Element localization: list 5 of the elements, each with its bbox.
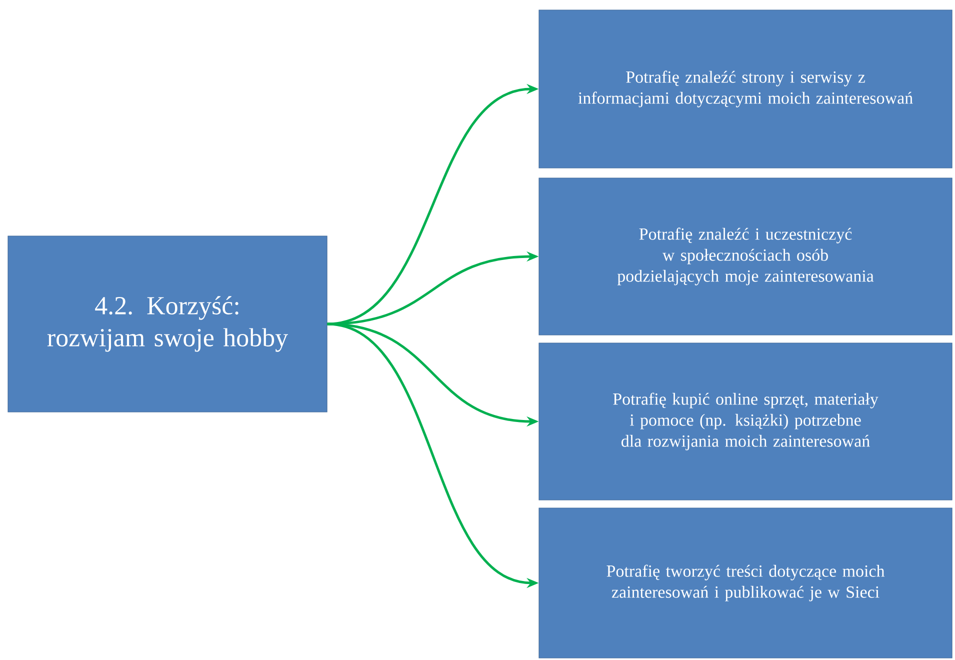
process-box: Potrafię znaleźć i uczestniczyć w społecznościach osób podzielających moje zainteresowania — [538, 178, 952, 336]
title-box: 4.2. Korzyść: rozwijam swoje hobby — [8, 236, 328, 412]
process-box: Potrafię tworzyć treści dotyczące moich zainteresowań i publikować je w Sieci — [538, 508, 952, 658]
process-box: Potrafię znaleźć strony i serwisy z informacjami dotyczącymi moich zainteresowań — [538, 10, 952, 168]
process-box: Potrafię kupić online sprzęt, materiały i pomoce (np. książki) potrzebne dla rozwijania moich zainteresowań — [538, 342, 952, 500]
